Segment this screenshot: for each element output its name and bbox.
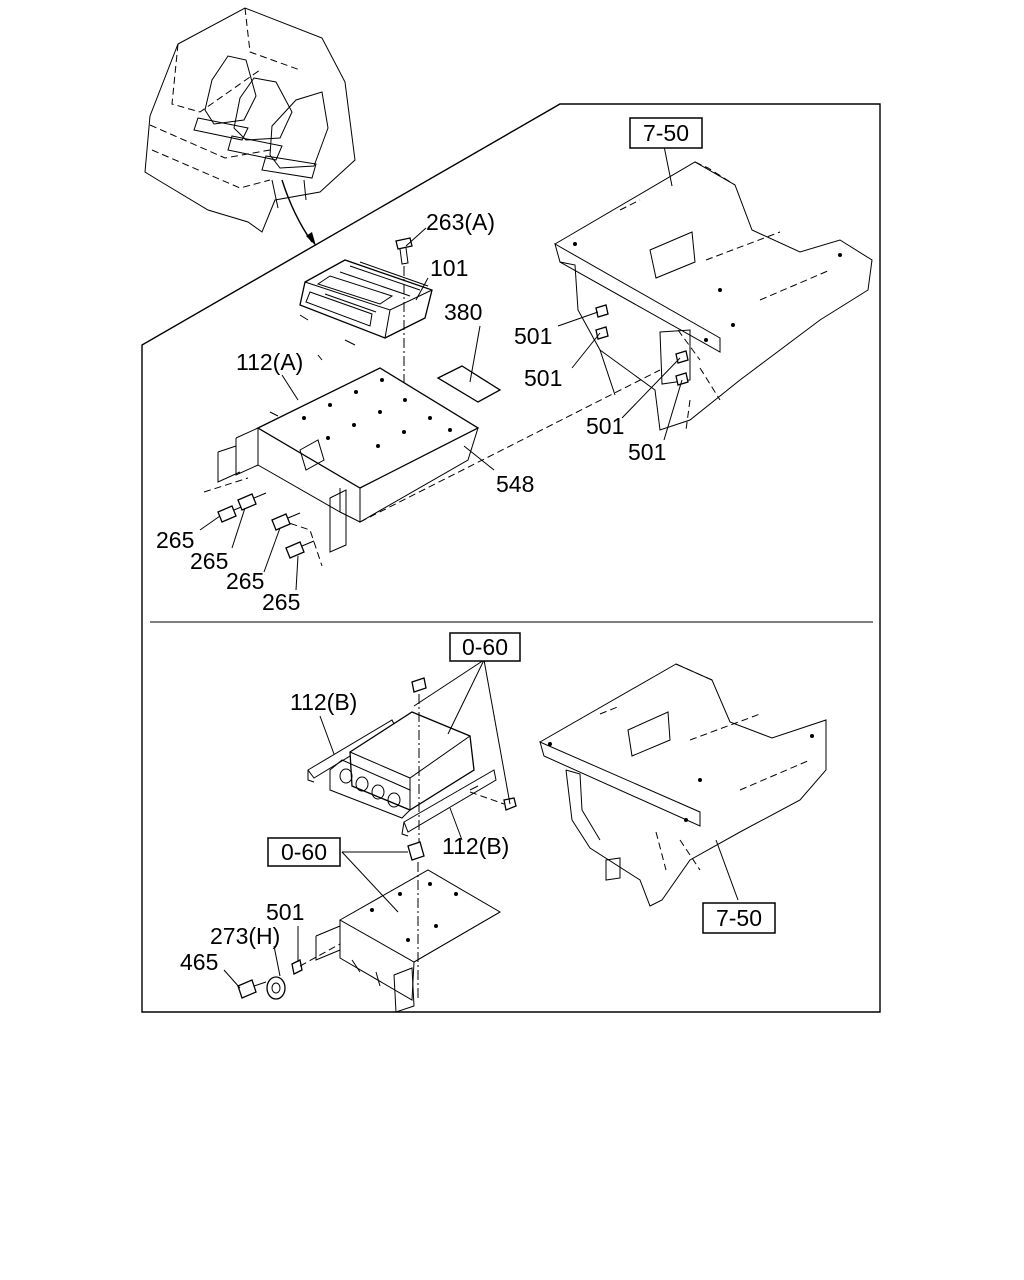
leaders-upper bbox=[199, 227, 683, 591]
svg-text:7-50: 7-50 bbox=[643, 120, 689, 146]
label-273h: 273(H) bbox=[210, 923, 280, 949]
frame-7-50-upper bbox=[554, 161, 873, 431]
label-265-c: 265 bbox=[226, 568, 264, 594]
callout-7-50-top[interactable]: 7-50 bbox=[629, 117, 703, 187]
callout-0-60-top[interactable]: 0-60 bbox=[449, 632, 521, 662]
part-labels: 263(A) 101 380 112(A) 501 501 501 501 54… bbox=[156, 209, 666, 975]
frame-7-50-lower bbox=[539, 663, 827, 907]
label-265-d: 265 bbox=[262, 589, 300, 615]
controller-101 bbox=[299, 259, 433, 346]
callout-7-50-bottom[interactable]: 7-50 bbox=[702, 902, 776, 934]
leaders-lower bbox=[223, 659, 739, 989]
label-548: 548 bbox=[496, 471, 534, 497]
label-501-e: 501 bbox=[266, 899, 304, 925]
bracket-lower bbox=[315, 841, 501, 1013]
label-501-a: 501 bbox=[514, 323, 552, 349]
label-101: 101 bbox=[430, 255, 468, 281]
label-263a: 263(A) bbox=[426, 209, 495, 235]
label-465: 465 bbox=[180, 949, 218, 975]
svg-text:0-60: 0-60 bbox=[281, 839, 327, 865]
label-265-a: 265 bbox=[156, 527, 194, 553]
label-501-b: 501 bbox=[524, 365, 562, 391]
label-112b-top: 112(B) bbox=[290, 689, 357, 715]
detail-frame bbox=[141, 103, 881, 1013]
label-112a: 112(A) bbox=[236, 349, 303, 375]
svg-text:7-50: 7-50 bbox=[716, 905, 762, 931]
bolt-263a bbox=[395, 237, 413, 405]
label-265-b: 265 bbox=[190, 548, 228, 574]
clamp-273h-465 bbox=[237, 943, 341, 1000]
label-501-c: 501 bbox=[586, 413, 624, 439]
callout-0-60-left[interactable]: 0-60 bbox=[267, 837, 341, 867]
bracket-112a bbox=[203, 354, 661, 567]
bolts-265 bbox=[217, 492, 315, 559]
cab-illustration bbox=[144, 7, 356, 246]
label-501-d: 501 bbox=[628, 439, 666, 465]
label-112b-bottom: 112(B) bbox=[442, 833, 509, 859]
label-380: 380 bbox=[444, 299, 482, 325]
plate-380 bbox=[436, 365, 502, 403]
svg-text:0-60: 0-60 bbox=[462, 634, 508, 660]
